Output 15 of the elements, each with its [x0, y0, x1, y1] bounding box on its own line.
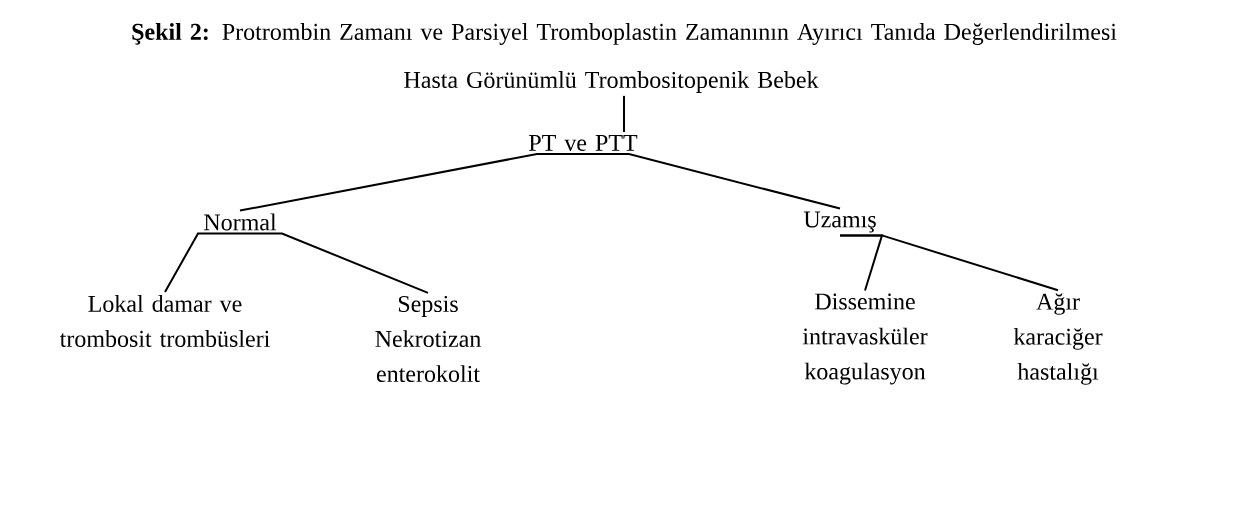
node-text: Hasta Görünümlü Trombositopenik Bebek [404, 71, 819, 93]
node-text: Dissemine intravasküler koagulasyon [802, 293, 928, 385]
node-text: Uzamış [803, 211, 876, 233]
connector-line [239, 232, 429, 294]
node-text: Sepsis Nekrotizan enterokolit [375, 295, 481, 383]
node-text: PT ve PTT [529, 135, 638, 151]
connector-line [582, 153, 841, 210]
node-text: Normal [204, 213, 277, 231]
connector-line [239, 153, 584, 212]
connector-line [839, 234, 1059, 292]
connector-line [164, 232, 241, 294]
node-text: Ağır karaciğer hastalığı [1013, 293, 1103, 385]
figure-title: Şekil 2: Protrombin Zamanı ve Parsiyel Tromboplastin Zamanının Ayırıcı Tanıda Değerlendirilmesi [132, 23, 1117, 45]
node-text: Lokal damar ve trombosit trombüsleri [59, 295, 270, 347]
connector-line [623, 94, 625, 134]
